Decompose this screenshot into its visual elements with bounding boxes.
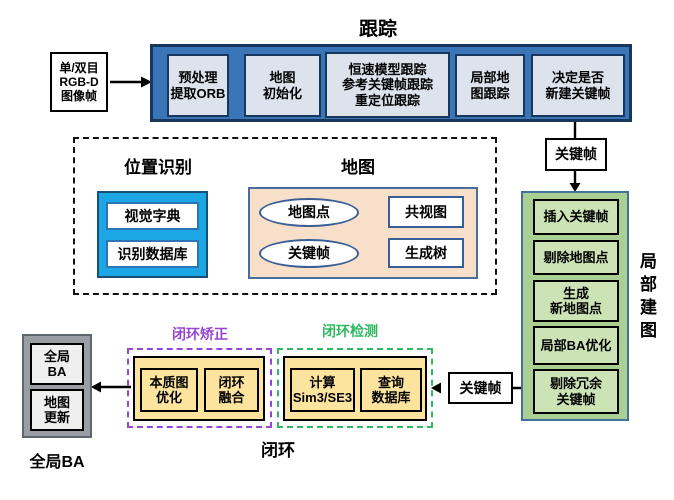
recognition-database-box: 识别数据库	[106, 240, 199, 268]
spanning-tree-box: 生成树	[388, 238, 464, 268]
keyframe-box-top: 关键帧	[545, 138, 607, 171]
loop-detection-box: 计算 Sim3/SE3 查询 数据库	[283, 356, 427, 421]
loop-fusion-box: 闭环 融合	[204, 368, 259, 412]
covisibility-graph-box: 共视图	[388, 196, 464, 228]
query-database-box: 查询 数据库	[360, 368, 422, 412]
cull-map-points-box: 剔除地图点	[533, 240, 619, 275]
arrowhead-keyframe-to-local-mapping	[569, 183, 581, 192]
loop-detection-region	[277, 348, 433, 428]
keyframes-ellipse: 关键帧	[259, 239, 359, 268]
full-ba-box: 全局 BA	[30, 343, 84, 385]
tracking-step-map-init: 地图 初始化	[244, 54, 321, 117]
recognition-map-region	[73, 137, 497, 295]
tracking-title: 跟踪	[358, 19, 397, 40]
cull-redundant-keyframes-box: 剔除冗余 关键帧	[533, 369, 619, 414]
arrowhead-loop-to-globalba	[91, 381, 101, 393]
tracking-step-model-tracking: 恒速模型跟踪 参考关键帧跟踪 重定位跟踪	[325, 52, 450, 118]
update-map-box: 地图 更新	[30, 389, 84, 431]
essential-graph-optimization-box: 本质图 优化	[140, 368, 198, 412]
arrowhead-keyframe-to-loop	[431, 382, 441, 394]
loop-correction-region	[127, 348, 272, 428]
global-ba-box: 全局 BA 地图 更新	[22, 334, 92, 438]
tracking-bar: 预处理 提取ORB 地图 初始化 恒速模型跟踪 参考关键帧跟踪 重定位跟踪 局部…	[150, 44, 632, 122]
input-frame-box: 单/双目 RGB-D 图像帧	[50, 52, 108, 112]
tracking-step-new-keyframe-decision: 决定是否 新建关键帧	[531, 54, 625, 117]
keyframe-box-bottom: 关键帧	[448, 372, 513, 404]
map-box: 地图点 关键帧 共视图 生成树	[248, 187, 478, 279]
loop-detection-label: 闭环检测	[322, 323, 378, 339]
arrowhead-input-to-tracking	[141, 76, 152, 88]
visual-vocabulary-box: 视觉字典	[106, 202, 199, 230]
create-map-points-box: 生成 新地图点	[533, 280, 619, 322]
map-points-ellipse: 地图点	[259, 198, 359, 227]
compute-sim3-box: 计算 Sim3/SE3	[290, 368, 355, 412]
tracking-step-preprocess: 预处理 提取ORB	[167, 54, 229, 117]
map-title: 地图	[341, 158, 375, 177]
loop-correction-box: 本质图 优化 闭环 融合	[133, 356, 265, 421]
global-ba-title: 全局BA	[29, 454, 85, 471]
loop-correction-label: 闭环矫正	[172, 326, 228, 342]
local-ba-box: 局部BA优化	[533, 326, 619, 365]
local-mapping-column: 插入关键帧 剔除地图点 生成 新地图点 局部BA优化 剔除冗余 关键帧	[521, 191, 629, 421]
loop-closing-title: 闭环	[261, 441, 295, 460]
insert-keyframe-box: 插入关键帧	[533, 199, 619, 235]
place-recognition-box: 视觉字典 识别数据库	[97, 191, 208, 278]
tracking-step-local-map-tracking: 局部地 图跟踪	[455, 54, 525, 117]
place-recognition-title: 位置识别	[124, 158, 192, 177]
local-mapping-title: 局部建图	[637, 252, 656, 344]
